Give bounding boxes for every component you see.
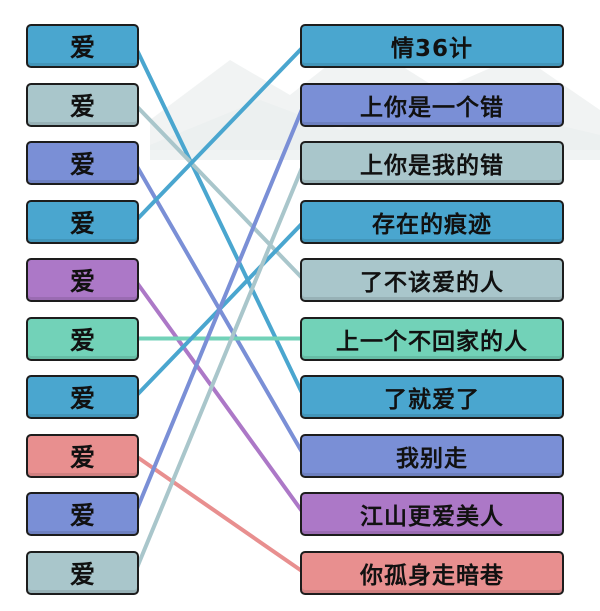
left-word-tile[interactable]: 爱 bbox=[26, 550, 139, 595]
right-phrase-label: 你孤身走暗巷 bbox=[360, 562, 504, 589]
right-phrase-tile[interactable]: 我别走 bbox=[300, 433, 564, 478]
left-word-label: 爱 bbox=[69, 325, 95, 355]
connection-line bbox=[133, 102, 306, 282]
left-word-tile[interactable]: 爱 bbox=[26, 82, 139, 127]
left-word-tile[interactable]: 爱 bbox=[26, 316, 139, 361]
left-word-label: 爱 bbox=[69, 501, 95, 530]
right-phrase-label: 了就爱了 bbox=[384, 387, 480, 413]
left-word-label: 爱 bbox=[69, 208, 95, 238]
connection-line bbox=[133, 278, 306, 516]
right-phrase-tile[interactable]: 江山更爱美人 bbox=[300, 492, 564, 536]
right-phrase-tile[interactable]: 上一个不回家的人 bbox=[300, 316, 564, 361]
left-word-label: 爱 bbox=[69, 91, 95, 121]
right-phrase-label: 存在的痕迹 bbox=[372, 211, 492, 238]
left-word-tile[interactable]: 爱 bbox=[26, 141, 139, 185]
left-word-label: 爱 bbox=[69, 442, 95, 472]
right-phrase-tile[interactable]: 了不该爱的人 bbox=[300, 258, 564, 302]
right-phrase-tile[interactable]: 情36计 bbox=[300, 24, 564, 68]
right-phrase-tile[interactable]: 上你是一个错 bbox=[300, 82, 564, 127]
connection-line bbox=[133, 161, 306, 575]
left-word-label: 爱 bbox=[69, 150, 95, 179]
left-word-label: 爱 bbox=[69, 267, 95, 296]
left-word-tile[interactable]: 爱 bbox=[26, 492, 139, 536]
right-phrase-tile[interactable]: 你孤身走暗巷 bbox=[300, 550, 564, 595]
connection-line bbox=[133, 453, 306, 575]
right-phrase-tile[interactable]: 上你是我的错 bbox=[300, 141, 564, 185]
left-word-tile[interactable]: 爱 bbox=[26, 24, 139, 68]
right-phrase-label: 上一个不回家的人 bbox=[336, 328, 528, 355]
right-phrase-tile[interactable]: 了就爱了 bbox=[300, 375, 564, 419]
left-word-tile[interactable]: 爱 bbox=[26, 433, 139, 478]
left-word-tile[interactable]: 爱 bbox=[26, 258, 139, 302]
right-phrase-label: 情36计 bbox=[390, 36, 473, 62]
right-phrase-tile[interactable]: 存在的痕迹 bbox=[300, 199, 564, 244]
right-phrase-label: 上你是一个错 bbox=[360, 94, 504, 121]
right-phrase-label: 江山更爱美人 bbox=[360, 504, 504, 530]
left-word-label: 爱 bbox=[69, 384, 95, 413]
left-word-label: 爱 bbox=[69, 559, 95, 589]
connection-line bbox=[133, 44, 306, 224]
right-phrase-label: 了不该爱的人 bbox=[360, 270, 504, 296]
left-word-tile[interactable]: 爱 bbox=[26, 375, 139, 419]
left-word-label: 爱 bbox=[69, 33, 95, 62]
connection-line bbox=[133, 102, 306, 516]
left-word-tile[interactable]: 爱 bbox=[26, 199, 139, 244]
right-phrase-label: 我别走 bbox=[396, 445, 468, 472]
right-phrase-label: 上你是我的错 bbox=[360, 153, 504, 179]
